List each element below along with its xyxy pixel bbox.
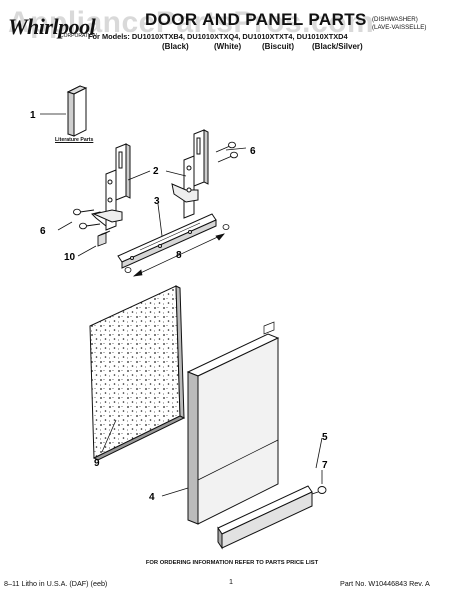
variant-label: (White) xyxy=(214,42,242,51)
trim-screw xyxy=(311,486,327,495)
product-type-line: (DISHWASHER) xyxy=(372,16,418,23)
variant-label: (Black/Silver) xyxy=(312,42,363,51)
variant-label: (Black) xyxy=(162,42,189,51)
right-hinge-bracket xyxy=(171,129,209,219)
screws-right xyxy=(215,141,238,163)
models-line: For Models: DU1010XTXB4, DU1010XTXQ4, DU… xyxy=(88,32,348,41)
literature-book xyxy=(66,85,88,137)
screws-left xyxy=(73,208,101,230)
litho-info: 8–11 Litho in U.S.A. (DAF) (eeb) xyxy=(4,579,108,588)
callout-2: 2 xyxy=(153,166,159,177)
hinge-rail xyxy=(117,213,217,269)
product-type-line: (LAVE-VAISSELLE) xyxy=(372,24,427,31)
callout-10: 10 xyxy=(64,252,76,263)
variant-label: (Biscuit) xyxy=(262,42,294,51)
callout-3: 3 xyxy=(154,196,160,207)
callout-9: 9 xyxy=(94,458,100,469)
brand-logo: Whirlpool xyxy=(8,14,96,39)
callout-4: 4 xyxy=(149,492,155,503)
bottom-kick-trim xyxy=(217,485,313,550)
brand-subtitle: CORPORATION xyxy=(60,33,97,39)
rail-screws xyxy=(124,224,230,273)
callout-6-right: 6 xyxy=(250,146,256,157)
page-title: DOOR AND PANEL PARTS xyxy=(145,10,367,29)
page-number: 1 xyxy=(229,577,233,586)
callout-7: 7 xyxy=(322,460,328,471)
watermark: AppliancePartsPros.com xyxy=(8,6,375,39)
callout-5: 5 xyxy=(322,432,328,443)
literature-label: Literature Parts xyxy=(55,137,94,143)
product-type: (DISHWASHER) (LAVE-VAISSELLE) xyxy=(372,16,426,32)
clip-part-10 xyxy=(97,230,111,247)
ordering-note: FOR ORDERING INFORMATION REFER TO PARTS … xyxy=(145,560,319,566)
dotted-front-panel xyxy=(89,285,186,461)
door-outer-panel xyxy=(186,321,280,525)
callout-1: 1 xyxy=(30,110,36,121)
left-hinge-bracket xyxy=(91,143,131,231)
callout-6-left: 6 xyxy=(40,226,46,237)
part-number: Part No. W10446843 Rev. A xyxy=(340,579,430,588)
callout-8: 8 xyxy=(176,250,182,261)
dimension-line-8 xyxy=(132,233,225,277)
leader-line-10 xyxy=(77,245,97,257)
